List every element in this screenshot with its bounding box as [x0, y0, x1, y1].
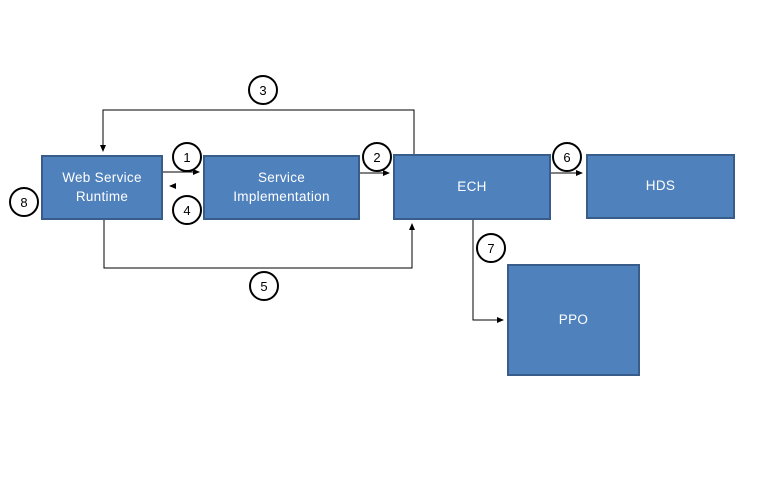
step-number-4: 4	[183, 202, 191, 218]
step-badge-5: 5	[249, 271, 279, 301]
step-number-1: 1	[183, 149, 191, 165]
step-badge-2: 2	[362, 142, 392, 172]
step-number-7: 7	[487, 240, 495, 256]
step-badge-4: 4	[172, 195, 202, 225]
node-web-service-runtime-label: Web Service Runtime	[62, 170, 142, 204]
connector-step5	[103, 220, 415, 269]
step-badge-6: 6	[552, 142, 582, 172]
node-service-implementation-label: Service Implementation	[233, 170, 330, 204]
step-number-5: 5	[260, 278, 268, 294]
step-badge-7: 7	[476, 233, 506, 263]
step-number-8: 8	[20, 194, 28, 210]
step-badge-8: 8	[9, 187, 39, 217]
node-service-implementation: Service Implementation	[203, 155, 360, 220]
step-number-6: 6	[563, 149, 571, 165]
step-number-3: 3	[259, 82, 267, 98]
node-web-service-runtime: Web Service Runtime	[41, 155, 163, 220]
node-hds: HDS	[586, 154, 735, 219]
step-badge-1: 1	[172, 142, 202, 172]
node-hds-label: HDS	[645, 178, 676, 194]
step-number-2: 2	[373, 149, 381, 165]
node-ppo-label: PPO	[558, 311, 589, 327]
node-ppo: PPO	[507, 264, 640, 376]
node-ech: ECH	[393, 154, 551, 220]
step-badge-3: 3	[248, 75, 278, 105]
node-ech-label: ECH	[457, 178, 487, 194]
